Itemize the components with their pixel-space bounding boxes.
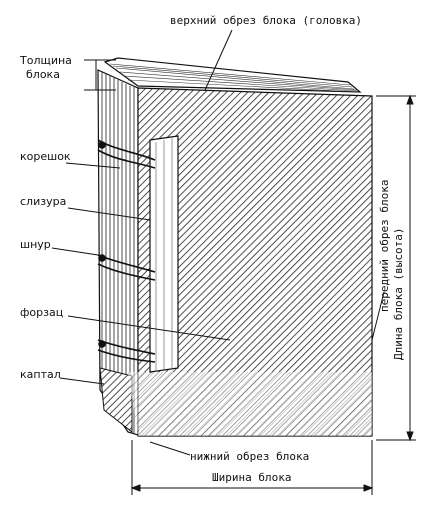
headband [99,367,133,434]
headband-label: каптал [20,368,61,381]
top-edge-label: верхний обрез блока (головка) [170,14,362,27]
length-label: Длина блока (высота) [392,228,405,360]
thickness-dimension [84,59,116,91]
width-label: Ширина блока [212,471,291,484]
front-face-endpaper [128,87,373,437]
height-dimension [376,94,416,442]
width-dimension [130,440,374,495]
bottom-edge-label: нижний обрез блока [190,450,309,463]
fore-edge-label: передний обрез блока [378,180,391,312]
top-edge-pages [103,57,362,93]
endpaper-label: форзац [20,306,63,319]
thickness-label-line2: блока [26,68,60,81]
leader-lines [51,29,385,456]
thickness-label-line1: Толщина [19,54,72,67]
cord-label: шнур [20,238,51,251]
mull-label: слизура [20,195,66,208]
spine-label: корешок [20,150,71,163]
mull-strip [149,135,179,373]
cords [97,139,156,363]
